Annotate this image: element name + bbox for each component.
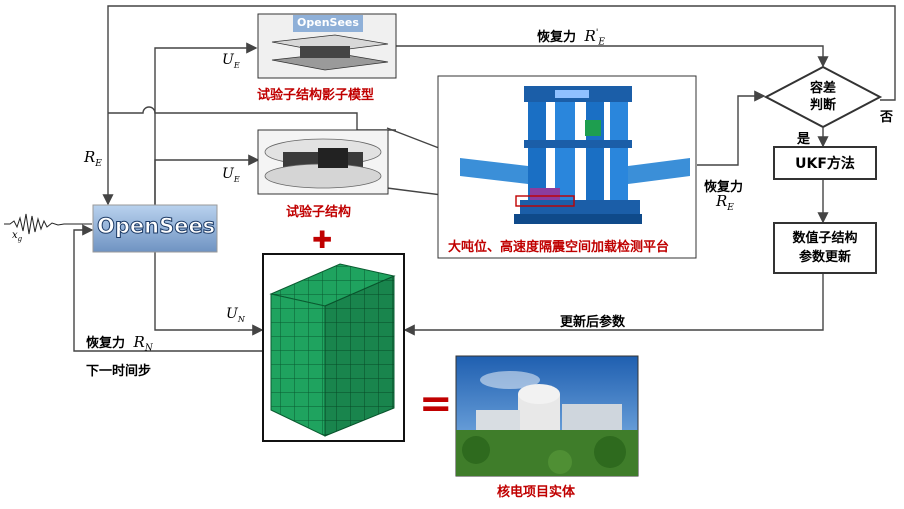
un-line [154, 252, 264, 336]
ue-mid-symbol: UE [222, 166, 240, 184]
ukf-box: UKF方法 [773, 146, 877, 180]
re-left-line [108, 106, 396, 131]
ukf-label: UKF方法 [795, 156, 855, 172]
next-step-label: 下一时间步 [86, 364, 152, 379]
equals-sign: = [419, 381, 453, 427]
re-prime-line [396, 45, 829, 68]
restoring-force-rn-label: 恢复力 RN [86, 333, 153, 354]
re-right-line [697, 90, 766, 166]
plus-sign: ✚ [312, 226, 333, 254]
xg-symbol: xg [12, 230, 23, 243]
re-right-symbol: RE [716, 192, 734, 213]
feedback-loop-line [102, 5, 896, 206]
yes-label: 是 [797, 132, 811, 147]
nuclear-plant-photo [455, 355, 639, 477]
connection-lines [73, 5, 896, 352]
shadow-model-image [257, 13, 397, 79]
numerical-model-image [262, 253, 405, 442]
re-left-symbol: RE [84, 148, 102, 169]
test-substructure-caption: 试验子结构 [286, 205, 352, 220]
restoring-force-top-label: 恢复力 R'E [537, 27, 605, 48]
opensees-block [92, 204, 218, 253]
updated-params-line [403, 270, 824, 336]
test-substructure-image [257, 129, 389, 195]
updated-params-label: 更新后参数 [560, 315, 626, 330]
un-symbol: UN [226, 306, 245, 324]
restoring-force-right-label: 恢复力 [704, 180, 744, 195]
ue-top-line [154, 42, 258, 205]
platform-caption: 大吨位、高速度隔震空间加载检测平台 [448, 240, 670, 255]
param-update-label: 数值子结构 参数更新 [792, 231, 858, 265]
shadow-model-caption: 试验子结构影子模型 [257, 88, 375, 103]
ue-top-symbol: UE [222, 52, 240, 70]
rn-line [73, 224, 262, 352]
tolerance-diamond [763, 65, 883, 129]
param-update-box: 数值子结构 参数更新 [773, 222, 877, 274]
opensees-logo-text: OpenSees [97, 214, 216, 239]
tolerance-judge-text: 容差 判断 [809, 81, 836, 113]
seismic-wave-icon [4, 213, 92, 235]
nuclear-entity-caption: 核电项目实体 [497, 485, 576, 500]
ue-mid-line [154, 154, 260, 205]
opensees-small-logo: OpenSees [297, 16, 359, 29]
no-label: 否 [880, 110, 894, 125]
loading-platform-image [437, 75, 697, 259]
